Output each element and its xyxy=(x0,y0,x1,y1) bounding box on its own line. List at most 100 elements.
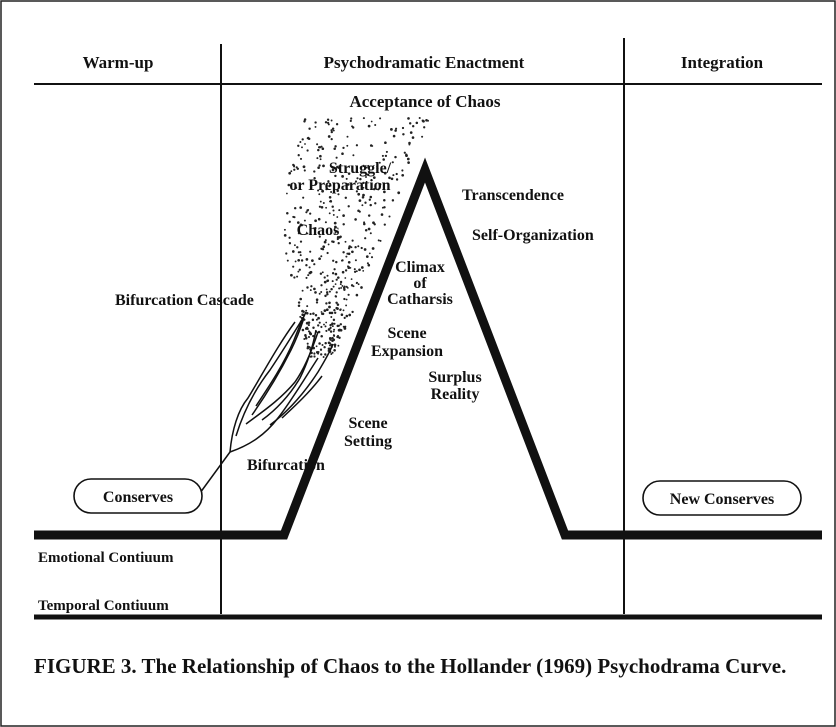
chaos-dot xyxy=(367,124,371,128)
chaos-dot xyxy=(291,250,295,253)
chaos-dot xyxy=(286,259,289,262)
chaos-dot xyxy=(339,323,343,326)
chaos-dot xyxy=(336,303,340,306)
chaos-dot xyxy=(317,148,320,152)
chaos-dot xyxy=(283,234,287,237)
chaos-dot xyxy=(425,118,428,122)
chaos-dot xyxy=(390,127,393,131)
chaos-dot xyxy=(374,202,377,205)
chaos-dot xyxy=(320,284,323,287)
chaos-dot xyxy=(363,248,367,251)
chaos-dot xyxy=(381,154,384,157)
chaos-dot xyxy=(344,240,347,243)
chaos-dot xyxy=(306,321,309,324)
chaos-dot xyxy=(344,277,347,279)
chaos-dot xyxy=(376,165,379,168)
chaos-dot xyxy=(299,254,302,257)
chaos-dot xyxy=(368,198,371,201)
chaos-dot xyxy=(357,192,361,196)
chaos-dot xyxy=(343,297,346,301)
chaos-dot xyxy=(330,138,333,141)
chaos-dot xyxy=(330,191,333,193)
chaos-dot xyxy=(336,230,339,233)
chaos-dot xyxy=(306,232,309,235)
chaos-dot xyxy=(335,123,339,126)
chaos-dot xyxy=(379,117,382,120)
chaos-dot xyxy=(339,235,342,239)
chaos-dot xyxy=(354,246,357,249)
chaos-dot xyxy=(369,144,373,147)
chaos-dot xyxy=(304,143,306,145)
chaos-dot xyxy=(384,154,388,158)
label-surplus: Surplus xyxy=(428,369,481,386)
chaos-dot xyxy=(345,314,349,318)
chaos-dot xyxy=(354,259,357,262)
chaos-dot xyxy=(346,287,349,289)
chaos-dot xyxy=(392,174,395,177)
chaos-dot xyxy=(330,311,334,315)
chaos-dot xyxy=(306,137,309,140)
chaos-dot xyxy=(364,201,367,204)
chaos-dot xyxy=(321,344,324,346)
chaos-dot xyxy=(350,117,353,120)
chaos-dot xyxy=(300,259,304,262)
chaos-dot xyxy=(343,288,346,292)
chaos-dot xyxy=(351,239,354,242)
chaos-dot xyxy=(362,117,365,120)
chaos-dot xyxy=(320,335,323,338)
chaos-dot xyxy=(313,355,316,358)
chaos-dot xyxy=(333,221,337,225)
chaos-dot xyxy=(355,144,359,147)
chaos-dot xyxy=(321,271,324,274)
chaos-dot xyxy=(313,263,316,266)
chaos-dot xyxy=(418,116,421,120)
chaos-dot xyxy=(347,265,349,268)
chaos-dot xyxy=(326,251,329,255)
label-chaos: Chaos xyxy=(297,222,340,239)
chaos-dot xyxy=(331,325,334,328)
chaos-dot xyxy=(325,308,329,312)
chaos-dot xyxy=(351,310,354,314)
chaos-dot xyxy=(341,270,345,274)
chaos-dot xyxy=(377,239,380,242)
chaos-dot xyxy=(328,290,331,293)
chaos-dot xyxy=(353,270,357,273)
chaos-dot xyxy=(283,228,286,231)
chaos-dot xyxy=(331,280,334,283)
chaos-dot xyxy=(365,166,368,169)
chaos-dot xyxy=(347,293,350,296)
chaos-dot xyxy=(332,209,335,212)
chaos-dot xyxy=(306,209,309,212)
chaos-dot xyxy=(309,331,312,334)
chaos-dot xyxy=(299,251,302,254)
chaos-dot xyxy=(348,313,352,317)
chaos-dot xyxy=(327,135,331,138)
chaos-dot xyxy=(391,161,394,164)
chaos-dot xyxy=(328,184,331,188)
chaos-dot xyxy=(336,236,340,239)
chaos-dot xyxy=(314,121,317,124)
chaos-dot xyxy=(327,328,331,331)
chaos-dot xyxy=(299,297,303,301)
chaos-dot xyxy=(320,291,323,293)
chaos-dot xyxy=(324,325,327,328)
chaos-dot xyxy=(350,278,353,280)
chaos-dot xyxy=(358,199,362,202)
chaos-dot xyxy=(337,328,341,332)
chaos-dot xyxy=(313,352,316,355)
chaos-dot xyxy=(327,123,330,126)
chaos-dot xyxy=(324,353,327,356)
chaos-dot xyxy=(330,287,333,291)
chaos-dot xyxy=(341,284,344,287)
chaos-dot xyxy=(408,141,411,145)
chaos-dot xyxy=(315,301,319,304)
chaos-dot xyxy=(334,272,338,276)
chaos-dot xyxy=(286,212,289,215)
chaos-dot xyxy=(299,141,302,143)
chaos-dot xyxy=(407,161,410,164)
bifurcation-branches xyxy=(199,311,334,494)
chaos-dot xyxy=(297,154,300,157)
chaos-dot xyxy=(306,342,309,345)
label-of: of xyxy=(413,275,427,292)
